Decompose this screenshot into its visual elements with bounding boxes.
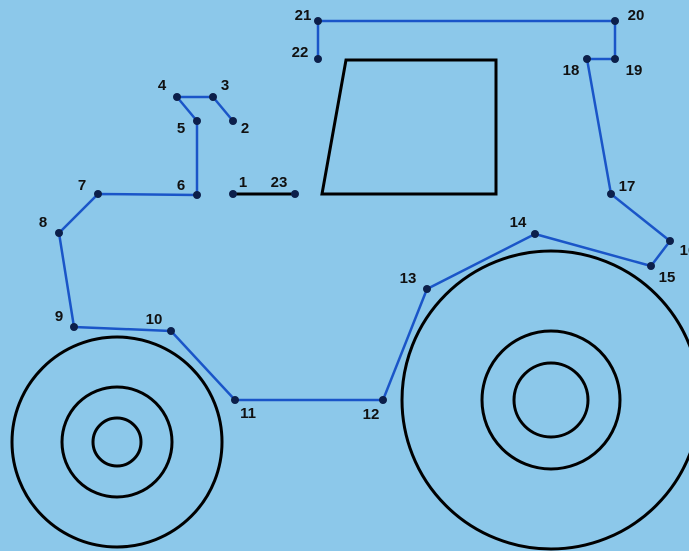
dot-7	[94, 190, 102, 198]
dot-9	[70, 323, 78, 331]
dot-21	[314, 17, 322, 25]
dot-label-14: 14	[510, 214, 527, 231]
dot-label-5: 5	[177, 120, 185, 137]
dot-14	[531, 230, 539, 238]
cab-window	[320, 58, 498, 196]
dot-6	[193, 191, 201, 199]
dot-label-18: 18	[563, 62, 580, 79]
dot-label-23: 23	[271, 174, 288, 191]
dot-label-16: 16	[680, 242, 689, 259]
rear-wheel-outer	[400, 249, 689, 551]
dot-label-9: 9	[55, 308, 63, 325]
dot-12	[379, 396, 387, 404]
dot-label-7: 7	[78, 177, 86, 194]
dot-4	[173, 93, 181, 101]
dot-11	[231, 396, 239, 404]
dot-16	[666, 237, 674, 245]
dot-23	[291, 190, 299, 198]
dot-22	[314, 55, 322, 63]
dot-label-1: 1	[239, 174, 247, 191]
dot-18	[583, 55, 591, 63]
dot-19	[611, 55, 619, 63]
dot-3	[209, 93, 217, 101]
dot-2	[229, 117, 237, 125]
dot-10	[167, 327, 175, 335]
dot-5	[193, 117, 201, 125]
dot-label-11: 11	[240, 405, 256, 422]
dot-15	[647, 262, 655, 270]
rear-wheel-hub	[512, 361, 590, 439]
front-wheel-outer	[10, 335, 224, 549]
dot-label-13: 13	[400, 270, 417, 287]
dot-label-12: 12	[363, 406, 380, 423]
dot-8	[55, 229, 63, 237]
dot-label-3: 3	[221, 77, 229, 94]
front-wheel-hub	[91, 416, 143, 468]
labels-layer: 1234567891011121314151617181920212223	[39, 7, 689, 423]
dot-label-4: 4	[158, 77, 167, 94]
dot-17	[607, 190, 615, 198]
dot-13	[423, 285, 431, 293]
dots-layer	[55, 17, 674, 404]
dot-label-20: 20	[628, 7, 645, 24]
dot-label-15: 15	[659, 269, 676, 286]
rear-wheel-middle	[480, 329, 622, 471]
dot-label-21: 21	[295, 7, 312, 24]
dot-label-2: 2	[241, 120, 249, 137]
dot-label-8: 8	[39, 214, 47, 231]
dot-label-6: 6	[177, 177, 185, 194]
dot-20	[611, 17, 619, 25]
dot-label-22: 22	[292, 44, 309, 61]
dot-label-17: 17	[619, 178, 636, 195]
dot-label-19: 19	[626, 62, 643, 79]
dot-label-10: 10	[146, 311, 163, 328]
dot-1	[229, 190, 237, 198]
front-wheel-middle	[60, 385, 174, 499]
